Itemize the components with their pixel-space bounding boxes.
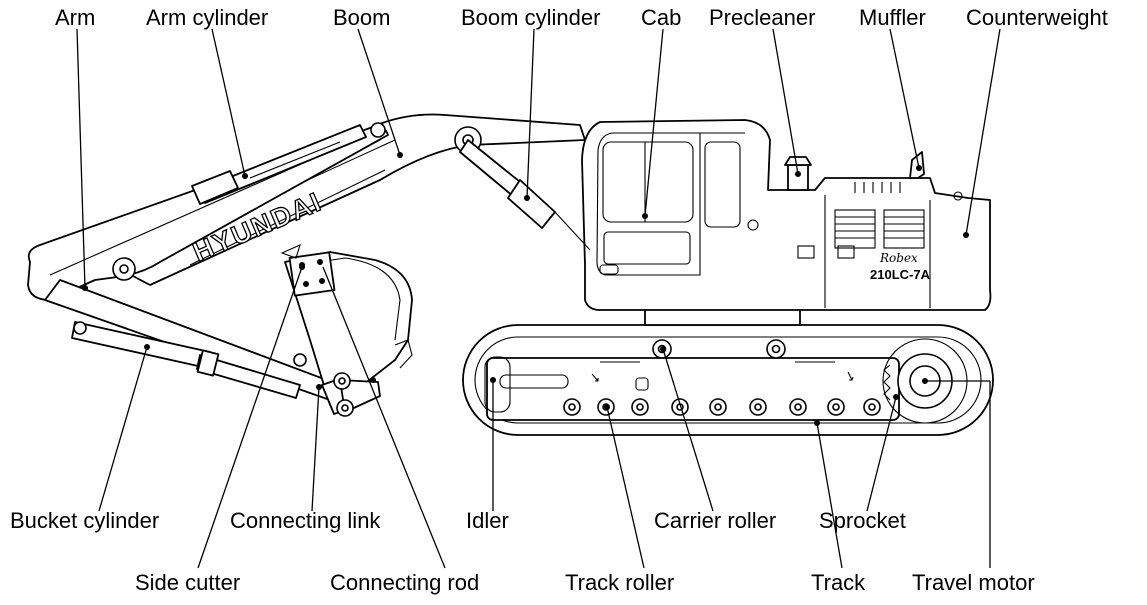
boom-cylinder-part — [459, 139, 591, 251]
label-bucket-cylinder: Bucket cylinder — [10, 508, 159, 533]
label-connecting-link: Connecting link — [230, 508, 381, 533]
label-track-roller: Track roller — [565, 570, 674, 595]
label-precleaner: Precleaner — [709, 5, 815, 30]
part-labels: Arm Arm cylinder Boom Boom cylinder Cab … — [10, 5, 1108, 595]
label-boom-cylinder: Boom cylinder — [461, 5, 600, 30]
label-track: Track — [811, 570, 866, 595]
linkage — [293, 353, 381, 417]
label-idler: Idler — [466, 508, 509, 533]
label-counterweight: Counterweight — [966, 5, 1108, 30]
bucket-cylinder-part — [71, 321, 301, 399]
label-arm: Arm — [55, 5, 95, 30]
series-script: Robex — [879, 251, 918, 265]
label-connecting-rod: Connecting rod — [330, 570, 479, 595]
upper-structure — [581, 119, 992, 311]
label-boom: Boom — [333, 5, 390, 30]
label-arm-cylinder: Arm cylinder — [146, 5, 268, 30]
label-side-cutter: Side cutter — [135, 570, 240, 595]
label-sprocket: Sprocket — [819, 508, 906, 533]
label-muffler: Muffler — [859, 5, 926, 30]
leader-lines — [76, 28, 1001, 569]
undercarriage — [462, 324, 994, 436]
label-carrier-roller: Carrier roller — [654, 508, 776, 533]
leader-dots — [82, 152, 969, 426]
model-number: 210LC-7A — [870, 267, 931, 282]
arm-cylinder-part — [191, 124, 367, 205]
label-cab: Cab — [641, 5, 681, 30]
excavator-drawing: HYUNDAI — [27, 113, 994, 436]
track-rollers — [563, 398, 881, 416]
label-travel-motor: Travel motor — [912, 570, 1035, 595]
